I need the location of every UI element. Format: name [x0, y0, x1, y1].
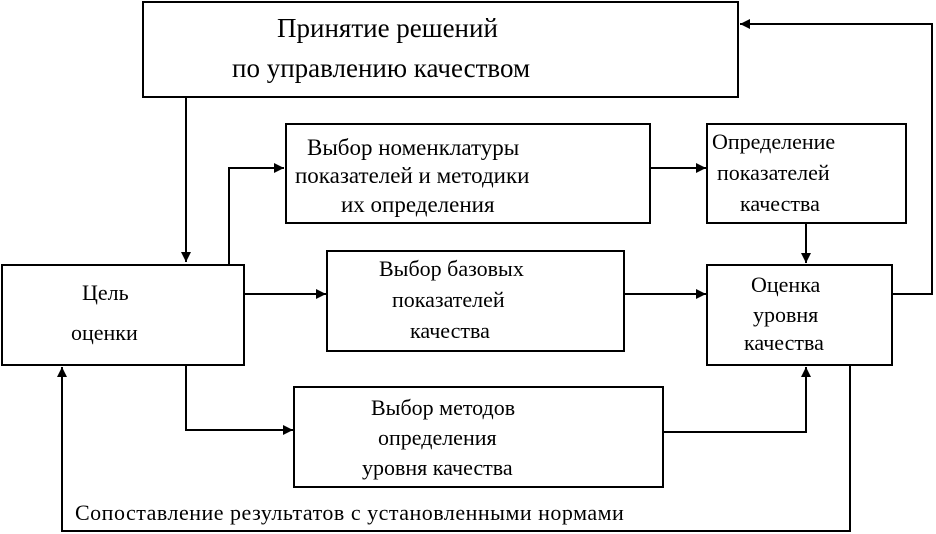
goal-box-line-1: Цель	[82, 280, 129, 305]
determination-box	[706, 123, 907, 224]
nomenclature-box-line-2: показателей и методики	[295, 163, 530, 188]
base-indicators-box-line-1: Выбор базовых	[379, 256, 524, 281]
methods-box-line-2: определения	[378, 425, 497, 450]
determination-box-line-2: показателей	[717, 160, 830, 185]
base-indicators-box	[326, 250, 625, 352]
determination-box-line-3: качества	[740, 191, 820, 216]
methods-box	[293, 386, 664, 488]
base-indicators-box-line-3: качества	[410, 318, 490, 343]
assessment-box	[706, 264, 893, 366]
goal-box	[1, 264, 245, 366]
decision-box-line-1: Принятие решений	[277, 13, 498, 43]
assessment-box-line-1: Оценка	[751, 272, 821, 297]
assessment-box-line-3: качества	[744, 330, 824, 355]
assessment-box-line-2: уровня	[753, 302, 819, 327]
decision-box	[142, 1, 739, 98]
feedback-label: Сопоставление результатов с установленны…	[75, 500, 625, 525]
decision-box-line-2: по управлению качеством	[232, 53, 531, 83]
arrow-assessment-to-decision	[740, 19, 933, 295]
nomenclature-box-line-3: их определения	[341, 192, 495, 217]
base-indicators-box-line-2: показателей	[392, 287, 505, 312]
goal-box-line-2: оценки	[71, 320, 138, 345]
nomenclature-box	[285, 123, 651, 224]
nomenclature-box-line-1: Выбор номенклатуры	[307, 135, 520, 160]
methods-box-line-1: Выбор методов	[371, 395, 516, 420]
arrow-goal-to-methods	[185, 366, 293, 435]
arrow-comparison-to-goal	[57, 366, 851, 532]
determination-box-line-1: Определение	[712, 129, 836, 154]
arrow-methods-to-assessment	[664, 367, 811, 433]
methods-box-line-3: уровня качества	[362, 455, 513, 480]
arrow-goal-to-nomenclature	[228, 163, 284, 266]
